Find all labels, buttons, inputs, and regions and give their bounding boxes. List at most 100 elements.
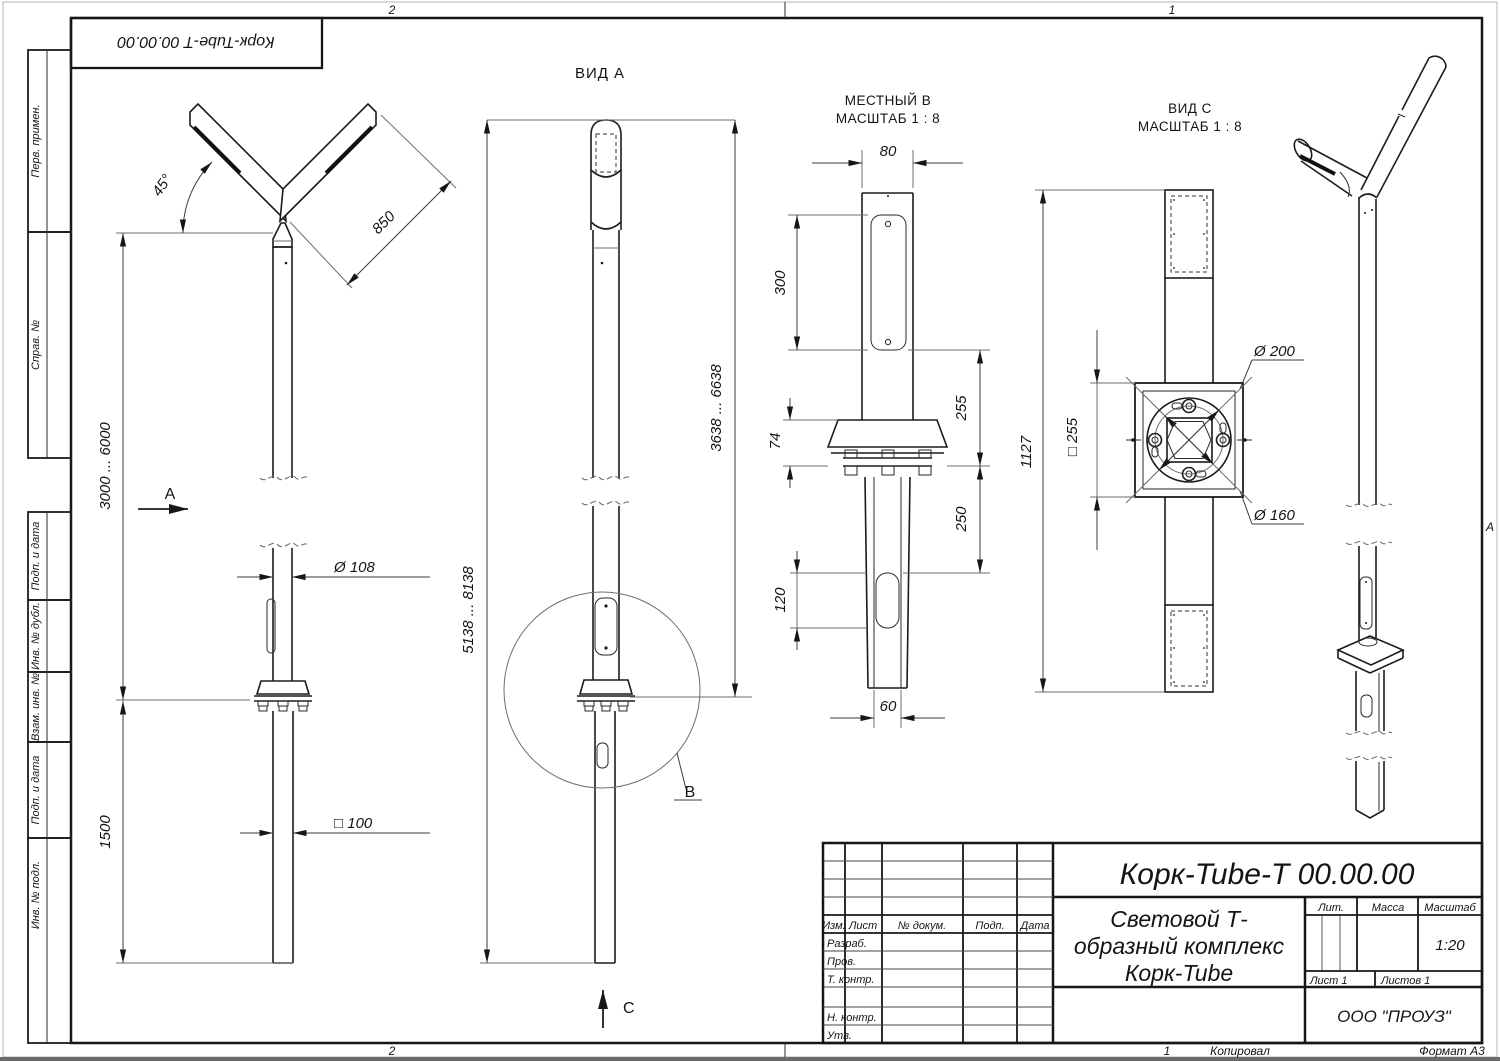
- side-box-inv-podl: [27, 837, 72, 1044]
- tb-header-massa: Масса: [1372, 902, 1405, 914]
- tb-header-data: Дата: [1018, 920, 1049, 932]
- dim-height-label: 3000 ... 6000: [97, 422, 114, 510]
- break-line: [581, 500, 631, 506]
- break-line: [1345, 731, 1393, 735]
- dim-5138-label: 5138 ... 8138: [460, 566, 477, 654]
- zone-number-top-left: 2: [388, 3, 396, 17]
- tb-row-prov: Пров.: [827, 956, 856, 968]
- front-pole-slot: [266, 598, 276, 654]
- detail-b-circle: [503, 591, 701, 789]
- view-c-top-lamp-rivets: [1173, 199, 1205, 269]
- tb-name-line3: Корк-Tube: [1125, 960, 1233, 986]
- dim-300-label: 300: [772, 270, 789, 296]
- front-right-arm: [278, 102, 377, 224]
- tb-header-podp: Подп.: [975, 920, 1004, 932]
- local-b-flange: [826, 419, 949, 448]
- tb-designation: Корк-Tube-Т 00.00.00: [1120, 858, 1415, 891]
- local-b-access-panel: [870, 214, 907, 351]
- tb-header-izm: Изм.: [822, 920, 845, 932]
- title-block: Изм. Лист № докум. Подп. Дата Разраб. Пр…: [821, 841, 1484, 1045]
- top-stamp: Корк-Tube-Т 00.00.00: [69, 16, 324, 70]
- break-line: [1345, 541, 1393, 545]
- dim-255-label: 255: [953, 395, 970, 422]
- copied-by-label: Копировал: [1210, 1044, 1270, 1058]
- tb-company: ООО "ПРОУЗ": [1337, 1007, 1452, 1026]
- view-c-hex: [1166, 421, 1212, 459]
- iso-access-panel: [1359, 576, 1373, 630]
- tb-row-utv: Утв.: [826, 1030, 852, 1042]
- break-line: [1345, 503, 1393, 507]
- local-b-post-slot: [875, 572, 900, 629]
- side-label-sprav-no: Справ. №: [30, 320, 42, 370]
- front-pole-apex: [272, 222, 293, 248]
- view-a-flange: [578, 679, 634, 695]
- iso-right-arm-cap: [1428, 55, 1447, 68]
- iso-post-slot: [1360, 694, 1373, 718]
- dim-120-label: 120: [772, 587, 789, 613]
- view-c-top-lamp: [1170, 195, 1208, 273]
- break-line: [581, 475, 631, 481]
- detail-b-label: В: [685, 784, 696, 801]
- title-block-border: [821, 841, 1484, 1045]
- tb-row-razrab: Разраб.: [827, 938, 867, 950]
- left-margin-column: Перв. примен. Справ. № Подп. и дата Инв.…: [27, 49, 72, 1044]
- view-c-circle-160: [1154, 405, 1224, 475]
- dim-1127-label: 1127: [1018, 435, 1035, 468]
- side-label-vzam-inv: Взам. инв. №: [30, 673, 42, 741]
- format-label: Формат А3: [1419, 1044, 1485, 1058]
- dim-80-label: 80: [880, 143, 897, 160]
- view-front: 45° 850 3000 ... 6000 1500 Ø 108 □ 100 А: [97, 102, 457, 964]
- zone-letter-right: А: [1485, 520, 1494, 534]
- tb-header-list: Лист: [848, 920, 877, 932]
- local-b-title-1: МЕСТНЫЙ В: [845, 93, 931, 108]
- view-arrow-a-label: А: [165, 486, 176, 503]
- view-a: ВИД А: [460, 65, 752, 1028]
- dim-850-line: [346, 180, 452, 286]
- tb-header-lit: Лит.: [1317, 902, 1344, 914]
- view-c-bottom-lamp: [1170, 610, 1208, 687]
- view-a-post-slot: [596, 742, 609, 769]
- side-label-podp-data-2: Подп. и дата: [30, 756, 42, 825]
- top-stamp-box: [69, 16, 324, 70]
- front-left-arm-light-strip: [192, 125, 242, 175]
- view-c-bottom-lamp-rivets: [1173, 614, 1205, 683]
- view-c-top-panel-section: [1164, 189, 1214, 279]
- dim-160-label: Ø 160: [1253, 507, 1296, 524]
- view-c-flange-inner: [1142, 390, 1236, 490]
- tb-scale-value: 1:20: [1435, 937, 1465, 954]
- view-a-flange-bolts: [583, 700, 629, 712]
- dim-250-label: 250: [953, 506, 970, 533]
- tb-name-line1: Световой Т-: [1110, 906, 1248, 932]
- iso-left-arm-light-strip: [1299, 154, 1336, 176]
- view-local-b: МЕСТНЫЙ В МАСШТАБ 1 : 8 80 300 255: [767, 93, 990, 728]
- break-line: [259, 542, 309, 548]
- dim-3638-label: 3638 ... 6638: [708, 364, 725, 452]
- view-a-lamp-edge: [595, 133, 617, 173]
- view-a-title: ВИД А: [575, 65, 625, 82]
- view-c: ВИД С МАСШТАБ 1 : 8: [1018, 101, 1304, 693]
- local-b-title-2: МАСШТАБ 1 : 8: [836, 111, 940, 126]
- dim-850-label: 850: [369, 207, 399, 237]
- dim-1500-label: 1500: [97, 815, 114, 849]
- dim-45-arc: [179, 161, 213, 234]
- dim-60-label: 60: [880, 698, 897, 715]
- zone-number-bottom-left: 2: [388, 1044, 396, 1058]
- panel-screw: [884, 338, 892, 346]
- side-label-podp-data-1: Подп. и дата: [30, 522, 42, 591]
- local-b-flange-bolts: [844, 449, 932, 476]
- tb-sheet: Лист 1: [1309, 975, 1348, 987]
- side-label-perv-primen: Перв. примен.: [30, 104, 42, 177]
- break-line: [1345, 756, 1393, 760]
- side-label-inv-dubl: Инв. № дубл.: [30, 602, 42, 670]
- view-c-bolts: [1147, 398, 1231, 482]
- tb-header-doc: № докум.: [898, 920, 946, 932]
- tb-name-line2: образный комплекс: [1074, 933, 1285, 959]
- tb-row-nkontr: Н. контр.: [827, 1012, 877, 1024]
- view-iso: [1293, 55, 1447, 819]
- view-c-circle-200: [1146, 397, 1232, 483]
- front-left-arm: [189, 102, 288, 224]
- tb-sheets: Листов 1: [1380, 975, 1430, 987]
- panel-screw: [884, 220, 892, 228]
- view-a-access-panel: [594, 597, 618, 656]
